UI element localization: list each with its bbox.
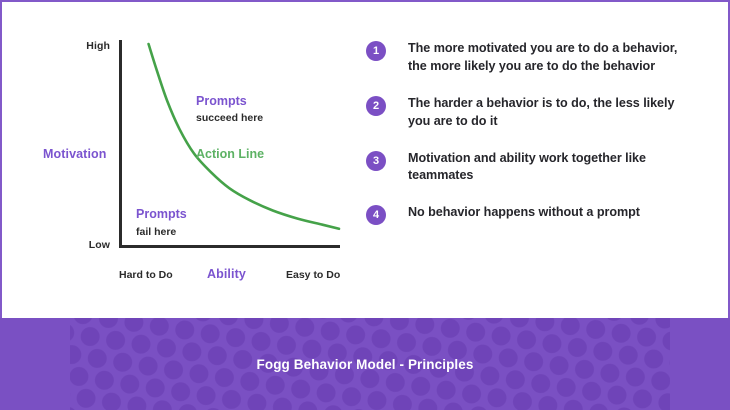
annotation-prompts-succeed-subtitle: succeed here (196, 112, 264, 124)
y-axis-tick-high: High (86, 40, 110, 52)
principle-item-1: 1 The more motivated you are to do a beh… (366, 40, 706, 76)
principle-text: Motivation and ability work together lik… (408, 150, 646, 183)
footer-banner: Fogg Behavior Model - Principles (0, 318, 730, 410)
principle-text: No behavior happens without a prompt (408, 205, 640, 220)
annotation-prompts-succeed-title: Prompts (196, 94, 247, 108)
principle-number-badge: 3 (366, 150, 386, 171)
annotation-action-line-label: Action Line (196, 147, 265, 161)
principle-text: The harder a behavior is to do, the less… (408, 95, 675, 128)
principle-number-badge: 1 (366, 41, 386, 61)
action-line-curve (147, 42, 341, 231)
y-axis-label: Motivation (43, 147, 107, 161)
x-axis-tick-easy: Easy to Do (286, 269, 341, 281)
footer-title-text: Fogg Behavior Model - Principles (256, 356, 474, 372)
principle-number-badge: 2 (366, 95, 386, 116)
y-axis-line (119, 40, 122, 248)
principle-item-4: 4 No behavior happens without a prompt (366, 204, 706, 226)
principle-item-2: 2 The harder a behavior is to do, the le… (366, 95, 706, 131)
annotation-prompts-fail-title: Prompts (136, 207, 187, 221)
principles-list: 1 The more motivated you are to do a beh… (366, 40, 706, 226)
annotation-prompts-fail-subtitle: fail here (136, 226, 177, 238)
footer-dot-pattern (70, 318, 670, 410)
x-axis-line (119, 245, 340, 248)
y-axis-tick-low: Low (88, 239, 110, 251)
x-axis-label: Ability (207, 267, 246, 281)
principle-text: The more motivated you are to do a behav… (408, 41, 678, 73)
x-axis-tick-hard: Hard to Do (119, 269, 173, 281)
fogg-behavior-chart: High Low Motivation Ability Hard to Do E… (2, 2, 362, 302)
content-card: High Low Motivation Ability Hard to Do E… (0, 0, 730, 318)
principle-item-3: 3 Motivation and ability work together l… (366, 150, 706, 186)
principle-number-badge: 4 (366, 205, 386, 226)
